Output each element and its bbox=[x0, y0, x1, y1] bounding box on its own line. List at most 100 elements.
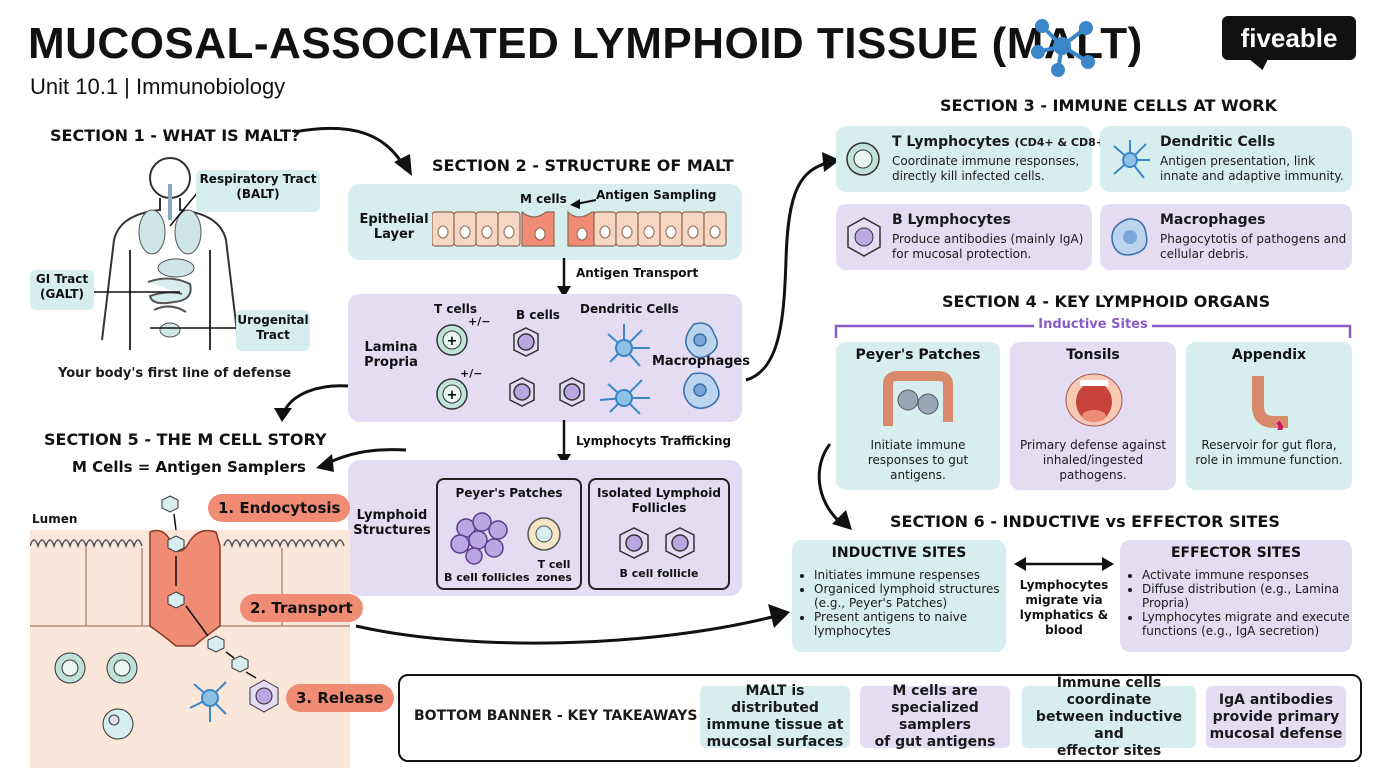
macrophages-title: Macrophages bbox=[1160, 212, 1266, 228]
epithelial-label-line2: Layer bbox=[373, 227, 415, 242]
t-desc-2: directly kill infected cells. bbox=[892, 169, 1045, 183]
m-cell-scene bbox=[30, 495, 350, 768]
peyers-box-title: Peyer's Patches bbox=[455, 486, 563, 500]
card-t-desc: Coordinate immune responses,directly kil… bbox=[892, 154, 1079, 184]
b-desc-1: Produce antibodies (mainly IgA) bbox=[892, 232, 1084, 246]
intestine-icon bbox=[883, 371, 953, 426]
t-lymphocytes-cd: (CD4+ & CD8+) bbox=[1014, 136, 1111, 149]
t-desc-1: Coordinate immune responses, bbox=[892, 154, 1080, 168]
tonsils-desc-2: inhaled/ingested bbox=[1042, 453, 1144, 467]
isolated-follicles-box: Isolated Lymphoid Follicles B cell folli… bbox=[588, 478, 730, 590]
network-molecule-icon bbox=[1031, 19, 1095, 77]
takeaway-4-l2: provide primary bbox=[1212, 708, 1340, 725]
arrow-lamina-to-s5 bbox=[274, 384, 349, 422]
svg-text:+: + bbox=[447, 388, 458, 403]
inductive-item-3: Present antigens to naive lymphocytes bbox=[814, 610, 1010, 638]
lamina-label-line1: Lamina bbox=[364, 340, 418, 355]
galt-label-text: (GALT) bbox=[40, 287, 84, 301]
t-lymphocytes-title: T Lymphocytes bbox=[892, 134, 1010, 150]
step-release: 3. Release bbox=[286, 684, 394, 712]
migration-line1: Lymphocytes bbox=[1019, 578, 1109, 592]
card-t-title: T Lymphocytes (CD4+ & CD8+) bbox=[892, 134, 1110, 150]
dendritic-title: Dendritic Cells bbox=[1160, 134, 1276, 150]
respiratory-label-text: Respiratory Tract bbox=[199, 172, 317, 186]
b-lymphocytes-title: B Lymphocytes bbox=[892, 212, 1011, 228]
isolated-title-line1: Isolated Lymphoid bbox=[597, 486, 721, 500]
isolated-title: Isolated Lymphoid Follicles bbox=[590, 486, 728, 516]
lymphoid-label-line1: Lymphoid bbox=[356, 508, 428, 523]
organ-appendix: Appendix Reservoir for gut flora,role in… bbox=[1186, 342, 1352, 490]
b-cell-icon bbox=[847, 217, 881, 257]
antigen-transport-label: Antigen Transport bbox=[576, 266, 699, 280]
takeaway-3-l3: effector sites bbox=[1056, 742, 1162, 759]
takeaway-2-l2: specialized samplers bbox=[891, 700, 979, 733]
lamina-propria-panel: Lamina Propria T cells +/− +/− B cells D… bbox=[348, 294, 750, 422]
card-b-desc: Produce antibodies (mainly IgA)for mucos… bbox=[892, 232, 1083, 262]
effector-sites-box: EFFECTOR SITES Activate immune responses… bbox=[1120, 540, 1352, 652]
b-follicles-label: B cell follicles bbox=[444, 571, 530, 584]
card-t-lymphocytes: T Lymphocytes (CD4+ & CD8+) Coordinate i… bbox=[836, 126, 1110, 192]
macro-desc-2: cellular debris. bbox=[1160, 247, 1249, 261]
gi-tract-label: GI Tract (GALT) bbox=[30, 270, 94, 310]
b-desc-2: for mucosal protection. bbox=[892, 247, 1032, 261]
balt-label-text: (BALT) bbox=[236, 187, 280, 201]
t-cells-pm-2: +/− bbox=[460, 367, 483, 380]
effector-item-2: Diffuse distribution (e.g., Lamina Propr… bbox=[1142, 582, 1356, 610]
takeaway-2-l1: M cells are bbox=[892, 683, 978, 699]
dendritic-desc-2: innate and adaptive immunity. bbox=[1160, 169, 1344, 183]
b-cell-icon bbox=[509, 327, 585, 407]
section2-heading: SECTION 2 - STRUCTURE OF MALT bbox=[432, 156, 734, 175]
svg-text:+: + bbox=[447, 334, 458, 349]
bottom-banner: BOTTOM BANNER - KEY TAKEAWAYS MALT is di… bbox=[398, 674, 1362, 762]
peyers-desc-2: responses to gut bbox=[867, 453, 969, 467]
urogenital-label-text: Urogenital bbox=[237, 313, 309, 327]
logo-tail bbox=[1245, 56, 1275, 70]
card-macrophages: Macrophages Phagocytotis of pathogens an… bbox=[1100, 204, 1352, 270]
section1-caption: Your body's first line of defense bbox=[58, 366, 292, 381]
lamina-label-line2: Propria bbox=[364, 355, 418, 370]
section6-heading: SECTION 6 - INDUCTIVE vs EFFECTOR SITES bbox=[890, 512, 1280, 531]
trafficking-label: Lymphocyts Trafficking bbox=[576, 434, 732, 448]
lumen-label: Lumen bbox=[32, 512, 78, 526]
appendix-icon bbox=[1252, 376, 1288, 430]
takeaway-1-l2: immune tissue at bbox=[706, 717, 844, 733]
migration-line2: migrate via bbox=[1025, 593, 1103, 607]
arrow-s2-s3 bbox=[745, 152, 840, 382]
takeaway-3-l2: between inductive and bbox=[1035, 708, 1183, 742]
b-cells-label: B cells bbox=[516, 308, 560, 322]
t-cells-label: T cells bbox=[434, 302, 477, 316]
tonsils-title: Tonsils bbox=[1066, 347, 1120, 363]
section3-heading: SECTION 3 - IMMUNE CELLS AT WORK bbox=[940, 96, 1277, 115]
arrow-antigen-transport bbox=[557, 258, 571, 298]
antigen-sampling-label: Antigen Sampling bbox=[596, 188, 717, 202]
fiveable-logo[interactable]: fiveable bbox=[1222, 16, 1356, 60]
section5-subheading: M Cells = Antigen Samplers bbox=[72, 458, 306, 476]
follicles-drawing bbox=[450, 512, 561, 565]
effector-item-1: Activate immune responses bbox=[1142, 568, 1356, 582]
appendix-desc-2: role in immune function. bbox=[1195, 453, 1343, 467]
tonsils-desc-1: Primary defense against bbox=[1019, 438, 1167, 452]
arrow-s4-s6 bbox=[817, 443, 852, 530]
lymphoid-label-line2: Structures bbox=[353, 523, 431, 538]
t-zones-line1: T cell bbox=[537, 558, 571, 571]
gi-label-text: GI Tract bbox=[35, 272, 89, 286]
takeaway-1-l1: MALT is distributed bbox=[731, 683, 819, 716]
arrow-s5-s6 bbox=[355, 604, 790, 645]
t-cell-icon bbox=[846, 142, 880, 176]
macro-desc-1: Phagocytotis of pathogens and bbox=[1160, 232, 1347, 246]
lymphoid-structures-panel: Lymphoid Structures Peyer's Patches B ce… bbox=[348, 460, 742, 596]
lamina-propria-label: Lamina Propria bbox=[356, 340, 426, 370]
mouth-tonsil-icon bbox=[1065, 373, 1123, 427]
t-zones-line2: zones bbox=[536, 571, 572, 584]
dendritic-cell-icon bbox=[599, 324, 650, 415]
dendritic-cell-icon bbox=[1113, 140, 1150, 179]
section4-heading: SECTION 4 - KEY LYMPHOID ORGANS bbox=[942, 292, 1271, 311]
peyers-desc-3: antigens. bbox=[890, 468, 946, 482]
m-cells-label: M cells bbox=[520, 192, 567, 206]
